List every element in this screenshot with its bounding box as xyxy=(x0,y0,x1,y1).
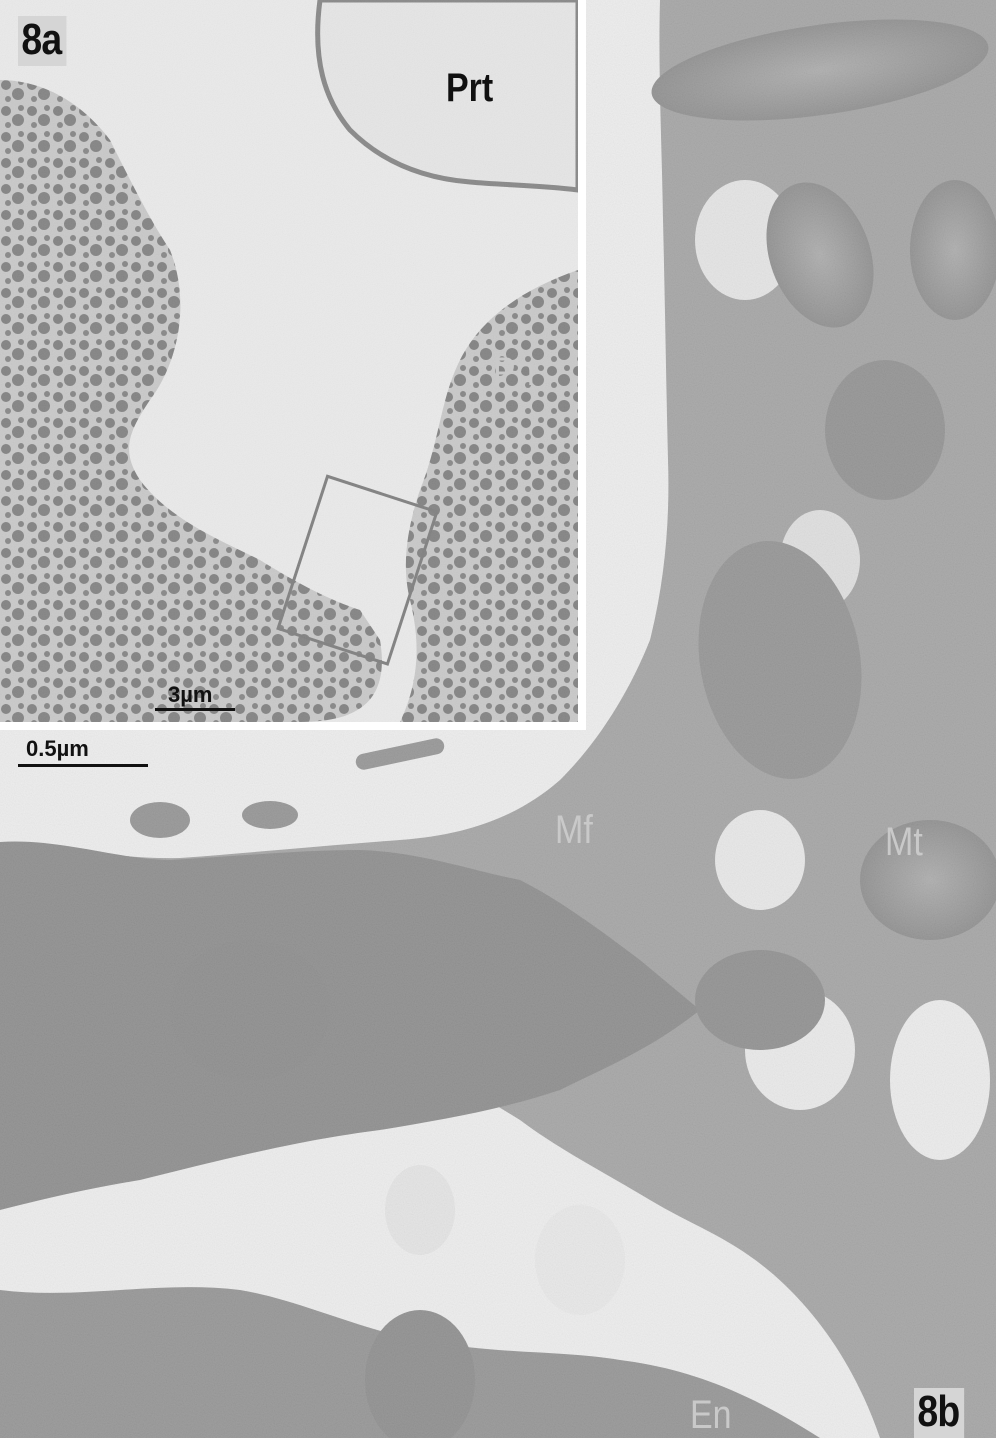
scale-bar-8b xyxy=(18,764,148,767)
label-en: En xyxy=(690,1393,732,1437)
inset-panel-8a: 8a Prt Pn 3µm xyxy=(0,0,586,730)
label-pn: Pn xyxy=(493,350,535,394)
label-mt: Mt xyxy=(885,820,923,864)
panel-label-8a: 8a xyxy=(18,16,67,66)
scale-bar-8a xyxy=(155,708,235,711)
label-mf: Mf xyxy=(555,808,593,852)
scale-label-8b: 0.5µm xyxy=(26,736,89,761)
panel-label-8b: 8b xyxy=(914,1388,965,1438)
label-prt: Prt xyxy=(446,66,494,110)
scale-label-8a: 3µm xyxy=(168,682,213,707)
micrograph-8a xyxy=(0,0,578,722)
